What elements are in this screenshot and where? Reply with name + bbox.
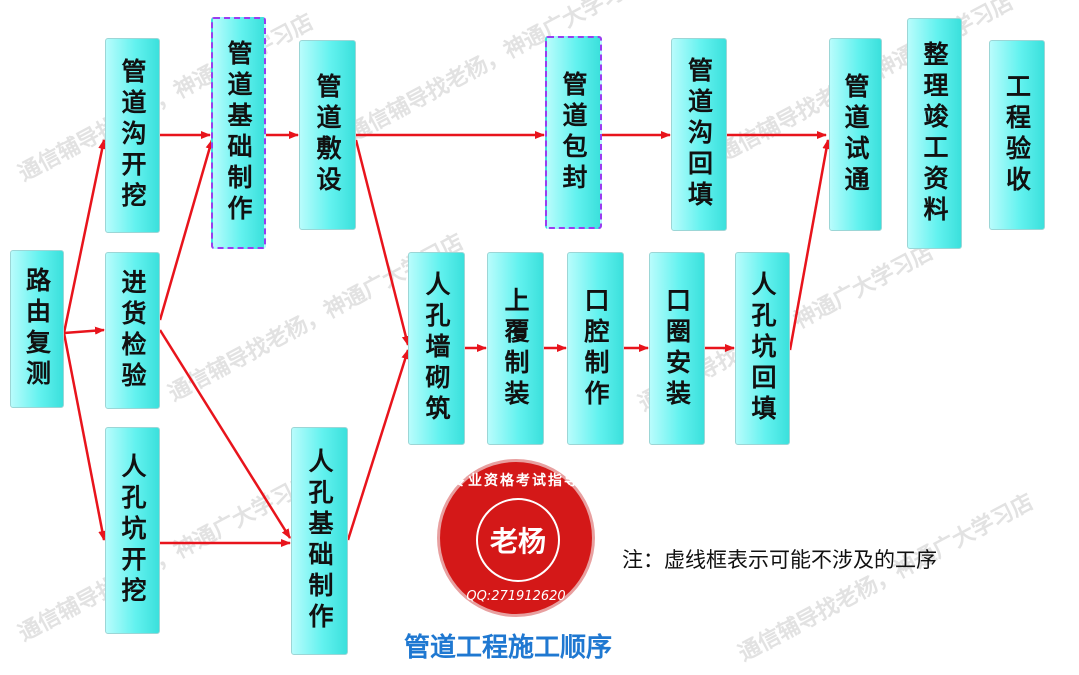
node-manhole-foundation: 人孔基础制作	[291, 427, 348, 655]
node-label: 人孔坑回填	[748, 271, 777, 426]
node-upper-cover: 上覆制装	[487, 252, 544, 445]
node-pipe-laying: 管道敷设	[299, 40, 356, 230]
stamp-bottom-text: QQ:271912620	[466, 589, 566, 604]
node-manhole-pit-dig: 人孔坑开挖	[105, 427, 160, 634]
node-label: 人孔坑开挖	[118, 453, 147, 608]
arrow-laying-to-wall	[354, 139, 410, 346]
arrow-survey-to-inspection	[63, 326, 105, 335]
node-label: 管道敷设	[313, 73, 342, 197]
legend-note: 注：虚线框表示可能不涉及的工序	[622, 548, 937, 572]
arrow-manholefoundation-to-wall	[346, 349, 410, 541]
node-manhole-wall: 人孔墙砌筑	[408, 252, 465, 445]
node-mouth-ring: 口圈安装	[649, 252, 705, 445]
node-mouth-cavity: 口腔制作	[567, 252, 624, 445]
node-route-survey: 路由复测	[10, 250, 64, 408]
node-pipe-encase: 管道包封	[545, 36, 602, 229]
node-label: 管道沟回填	[684, 57, 714, 212]
node-label: 口圈安装	[662, 286, 692, 411]
node-label: 上覆制装	[501, 286, 530, 411]
node-manhole-backfill: 人孔坑回填	[735, 252, 790, 445]
node-label: 人孔基础制作	[305, 448, 334, 634]
node-doc-compile: 整理竣工资料	[907, 18, 962, 249]
arrow-survey-to-pitdig	[62, 332, 107, 541]
stamp-top-text: 专业资格考试指导	[452, 473, 580, 489]
node-pipe-foundation: 管道基础制作	[211, 17, 266, 249]
node-label: 管道包封	[559, 70, 588, 195]
stamp-seal: 专业资格考试指导 老杨 QQ:271912620	[440, 462, 592, 614]
node-label: 口腔制作	[581, 286, 610, 411]
node-acceptance: 工程验收	[989, 40, 1045, 230]
node-label: 整理竣工资料	[920, 40, 949, 227]
node-label: 进货检验	[118, 268, 147, 393]
arrow-pitbackfill-to-test	[788, 139, 831, 351]
node-label: 路由复测	[22, 267, 52, 391]
arrow-survey-to-trench	[62, 139, 107, 334]
node-trench-dig: 管道沟开挖	[105, 38, 160, 233]
node-goods-inspection: 进货检验	[105, 252, 160, 409]
node-label: 工程验收	[1002, 73, 1032, 197]
stamp-inner-circle: 老杨	[476, 498, 560, 582]
node-label: 人孔墙砌筑	[422, 271, 451, 426]
node-pipe-test: 管道试通	[829, 38, 882, 231]
node-label: 管道沟开挖	[118, 58, 147, 213]
stamp-center-text: 老杨	[489, 525, 546, 558]
arrow-inspection-to-manholefoundation	[158, 329, 292, 539]
arrow-inspection-to-foundation	[158, 139, 214, 321]
node-trench-backfill: 管道沟回填	[671, 38, 727, 231]
node-label: 管道基础制作	[224, 40, 253, 226]
node-label: 管道试通	[841, 72, 870, 197]
diagram-title: 管道工程施工顺序	[404, 633, 613, 663]
